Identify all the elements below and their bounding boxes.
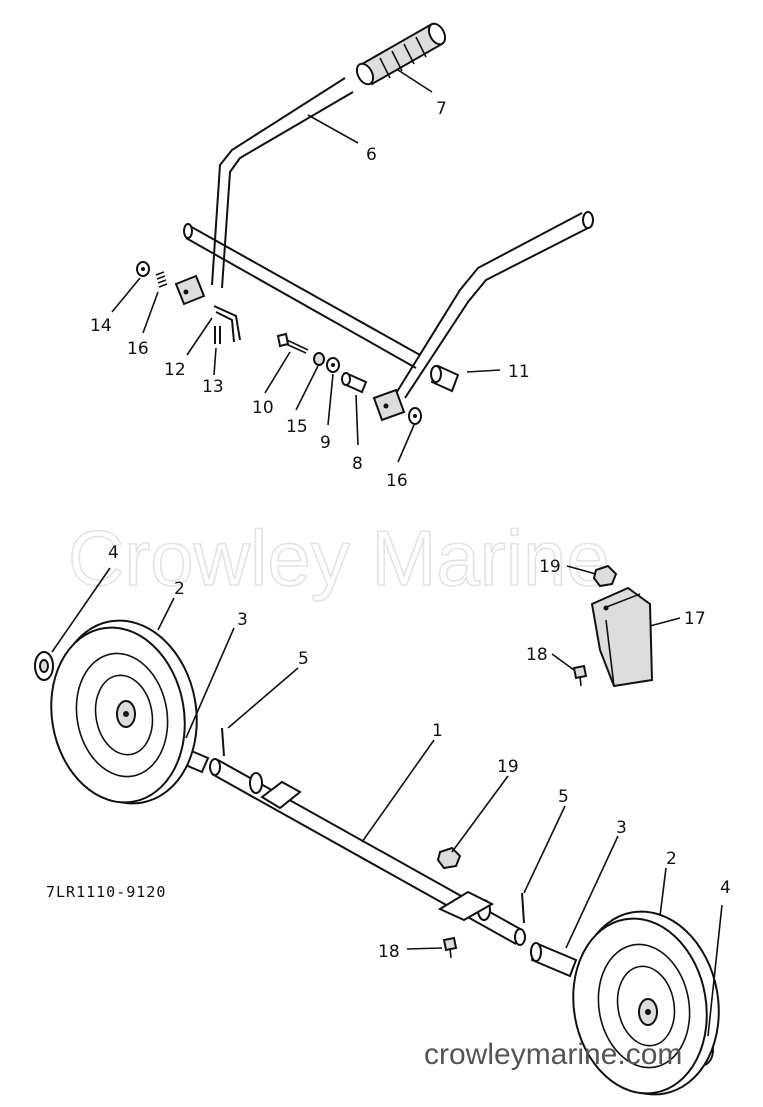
bracket-hole-right: [383, 403, 389, 409]
pin-12: [213, 305, 241, 343]
callout-19-mount: 19: [539, 557, 561, 577]
callout-1: 1: [432, 721, 443, 741]
callout-4-left: 4: [108, 543, 119, 563]
axle-leader-lines: [51, 565, 723, 1037]
pin-13: [214, 326, 221, 344]
nut-19-mount: [592, 564, 618, 588]
handle-assembly: [136, 22, 594, 425]
callout-7: 7: [436, 99, 447, 119]
diagram-code: 7LR1110-9120: [46, 883, 166, 901]
callout-5-left: 5: [298, 649, 309, 669]
handle-tube-right: [394, 212, 593, 399]
bolt-10: [276, 332, 309, 354]
callout-16-right: 16: [386, 471, 408, 491]
axle-bracket-right: [437, 890, 495, 922]
axle-end-left: [209, 758, 221, 776]
callout-13: 13: [202, 377, 224, 397]
axle-collar-left: [249, 772, 263, 794]
callout-3-right: 3: [616, 818, 627, 838]
spacer-8: [341, 372, 368, 394]
handle-leader-lines: [111, 69, 501, 463]
callout-18-axle: 18: [378, 942, 400, 962]
callout-18-mount: 18: [526, 645, 548, 665]
callout-6: 6: [366, 145, 377, 165]
callout-11: 11: [508, 362, 530, 382]
handle-bracket-right: [372, 388, 406, 422]
callout-15: 15: [286, 417, 308, 437]
wheel-2-left: [50, 619, 198, 805]
callout-9: 9: [320, 433, 331, 453]
washer-14-hole: [141, 267, 145, 271]
callout-4-right: 4: [720, 878, 731, 898]
spring-16-left: [155, 271, 168, 288]
axle-assembly: [34, 564, 720, 1096]
mount-bracket-17: [590, 586, 654, 688]
axle-end-right: [514, 928, 526, 946]
crossbar-end-left: [183, 223, 193, 239]
pin-5-left: [221, 727, 225, 757]
callout-17: 17: [684, 609, 706, 629]
handle-bracket-left: [174, 274, 206, 306]
spacer-3-right: [530, 942, 578, 978]
callout-8: 8: [352, 454, 363, 474]
callout-10: 10: [252, 398, 274, 418]
footer-watermark: crowleymarine.com: [424, 1038, 682, 1071]
washer-16-right-hole: [413, 414, 417, 418]
handle-crossbar: [185, 224, 421, 369]
callout-2-right: 2: [666, 849, 677, 869]
callout-19-axle: 19: [497, 757, 519, 777]
collar-11: [430, 364, 460, 393]
callout-3-left: 3: [237, 610, 248, 630]
pin-5-right: [521, 892, 525, 924]
washer-9-hole: [331, 363, 335, 367]
lockwasher-15: [313, 352, 325, 366]
watermark-text: Crowley Marine: [68, 514, 610, 602]
callout-5-right: 5: [558, 787, 569, 807]
handle-tube-6: [211, 77, 354, 289]
callout-12: 12: [164, 360, 186, 380]
wheel-2-right: [572, 910, 720, 1096]
hub-cap-4-left-center: [39, 659, 49, 673]
axle-bracket-left: [260, 780, 302, 810]
bracket-hole-left: [183, 289, 189, 295]
bolt-18-axle: [442, 936, 458, 959]
callout-14: 14: [90, 316, 112, 336]
handle-tube-right-end: [582, 211, 594, 229]
grip-7: [355, 22, 447, 86]
callout-16-left: 16: [127, 339, 149, 359]
bolt-18-mount: [572, 664, 588, 687]
callout-2-left: 2: [174, 579, 185, 599]
nut-19-axle: [436, 846, 462, 870]
